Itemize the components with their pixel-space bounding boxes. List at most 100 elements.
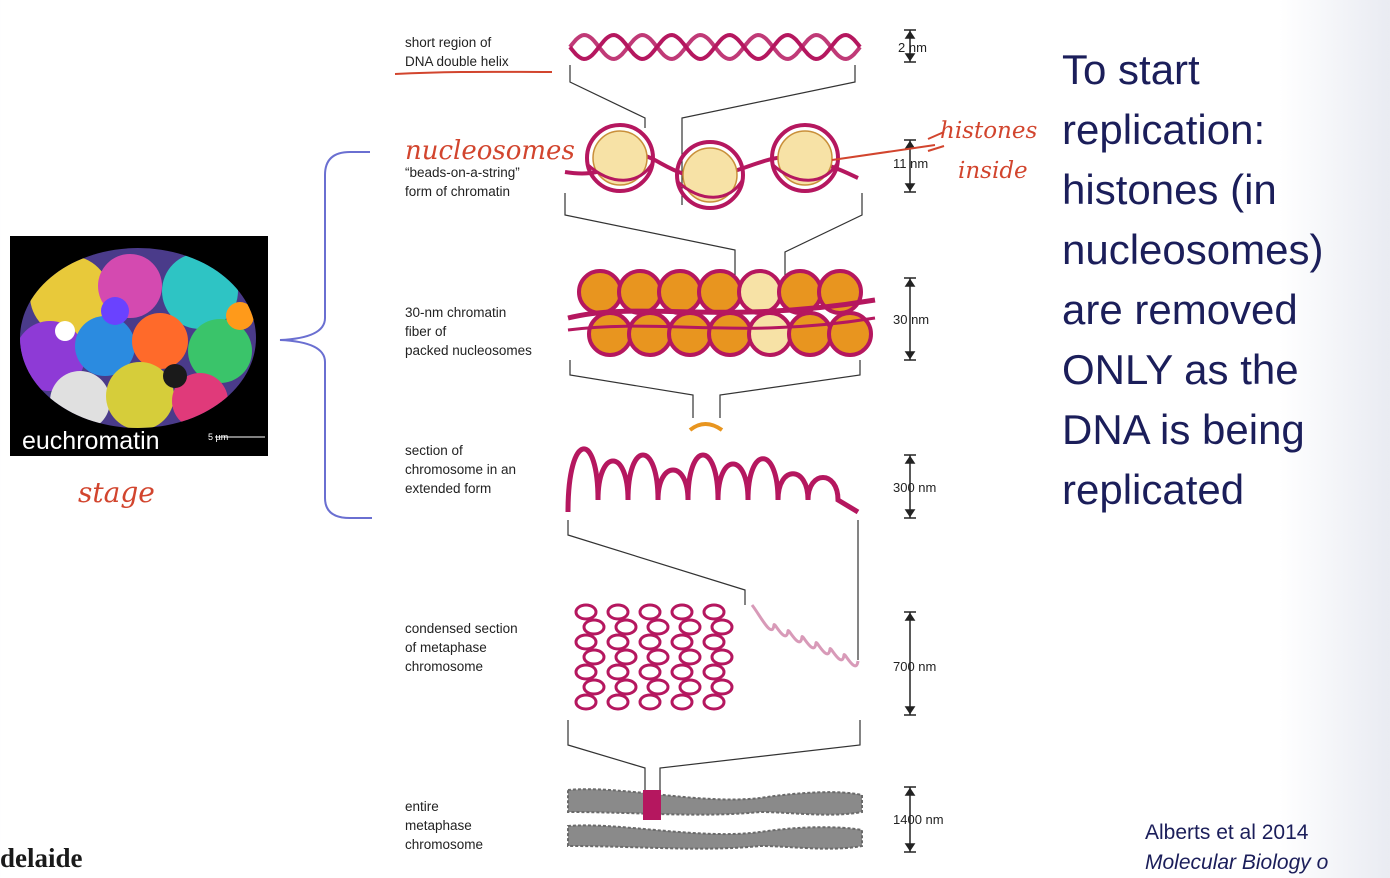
scale-arrow [904, 509, 916, 518]
packed-nucleosome [747, 311, 793, 357]
size-label-300nm: 300 nm [893, 480, 937, 495]
dna-wrap-turn [675, 178, 745, 199]
scale-arrow [904, 787, 916, 796]
coil-loop [702, 603, 726, 621]
coil-loop [582, 618, 606, 636]
coil-loop [582, 648, 606, 666]
handwritten-underline [394, 70, 945, 161]
uncoiling-fiber [750, 604, 860, 668]
scale-markers [904, 29, 916, 853]
coil-loop [670, 693, 694, 711]
size-label-11nm: 11 nm [893, 156, 929, 171]
packed-nucleosome [697, 269, 743, 315]
loop-highlight [688, 422, 724, 432]
micrograph-label: euchromatin [22, 427, 160, 455]
euchromatin-micrograph [10, 236, 268, 456]
coil-loop [606, 663, 630, 681]
coil-loop [638, 693, 662, 711]
dna-wrap-turn [770, 161, 840, 182]
chromatid-upper [567, 788, 863, 816]
coil-loop [606, 603, 630, 621]
scale-arrow [904, 351, 916, 360]
coil-loop [614, 618, 638, 636]
histone-core [682, 147, 738, 203]
nucleosome-wrap [675, 140, 745, 210]
scale-arrow [904, 278, 916, 287]
coil-loop [678, 648, 702, 666]
size-label-700nm: 700 nm [893, 659, 937, 674]
coil-loop [710, 618, 734, 636]
coil-loop [670, 633, 694, 651]
scale-arrow [904, 706, 916, 715]
chromatid-lower [567, 824, 863, 850]
university-logo-text: delaide [0, 843, 83, 873]
bracket [279, 151, 372, 519]
dna-double-helix [568, 32, 862, 62]
coil-loop [614, 648, 638, 666]
coil-loop [710, 678, 734, 696]
coil-loop [638, 663, 662, 681]
chromosome-highlight [643, 790, 661, 820]
coil-loop [606, 633, 630, 651]
scale-arrow [904, 140, 916, 149]
coil-loop [614, 678, 638, 696]
packed-nucleosome [707, 311, 753, 357]
beads-on-a-string [564, 123, 859, 210]
handwritten-inside: inside [958, 158, 1028, 184]
metaphase-chromosome [567, 788, 863, 850]
replication-note: To start replication: histones (in nucle… [1062, 46, 1324, 513]
packed-nucleosome [657, 269, 703, 315]
packed-nucleosome [577, 269, 623, 315]
micrograph-scale: 5 µm [208, 432, 229, 442]
dna-wrap-turn [585, 161, 655, 182]
size-label-30nm: 30 nm [893, 312, 930, 327]
coil-loop [678, 618, 702, 636]
scale-arrow [904, 53, 916, 62]
packed-nucleosome [667, 311, 713, 357]
packed-nucleosome [617, 269, 663, 315]
histone-core [777, 130, 833, 186]
nucleus-image [20, 248, 265, 438]
coil-loop [678, 678, 702, 696]
coil-loop [646, 648, 670, 666]
coil-loop [646, 678, 670, 696]
scale-arrow [904, 843, 916, 852]
fiber-dna-band [567, 316, 876, 332]
handwritten-stage: stage [78, 476, 155, 509]
extended-chromosome-loops [565, 422, 860, 515]
scale-arrow [904, 183, 916, 192]
coil-loop [702, 693, 726, 711]
coil-loop [638, 603, 662, 621]
chromatin-fiber-30nm [567, 269, 876, 357]
chromatin-loops [565, 446, 860, 515]
connector-lines [564, 65, 863, 790]
coil-loop [574, 633, 598, 651]
packed-nucleosome [737, 269, 783, 315]
histone-core [592, 130, 648, 186]
handwritten-histones: histones [940, 118, 1038, 144]
condensed-metaphase-section [574, 603, 860, 711]
size-label-1400nm: 1400 nm [893, 812, 944, 827]
helix-strand-b [568, 32, 862, 62]
packed-nucleosome [587, 311, 633, 357]
size-label-2nm: 2 nm [898, 40, 927, 55]
level-label-beads: “beads-on-a-string”form of chromatin [405, 165, 520, 199]
coil-loop [582, 678, 606, 696]
packed-nucleosome [787, 311, 833, 357]
packed-nucleosome [627, 311, 673, 357]
scale-arrow [904, 455, 916, 464]
scale-arrow [904, 612, 916, 621]
coil-loop [646, 618, 670, 636]
coil-loop [702, 633, 726, 651]
coil-loop [574, 663, 598, 681]
nucleosome-wrap [585, 123, 655, 193]
nucleosome-wrap [770, 123, 840, 193]
coil-loop [670, 663, 694, 681]
coil-loop [574, 693, 598, 711]
